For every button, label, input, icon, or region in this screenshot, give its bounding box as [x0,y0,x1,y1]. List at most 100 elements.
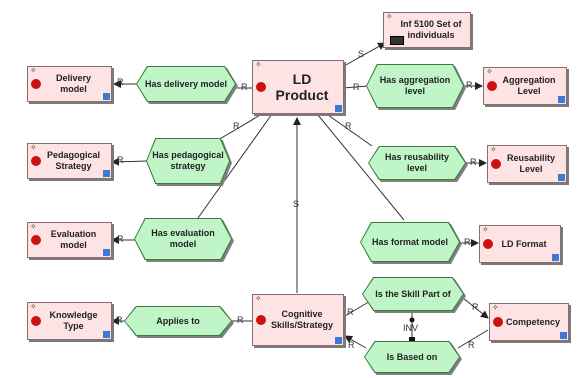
link-label-r-eval: R [117,234,124,244]
blue-square-icon [103,331,110,338]
blue-square-icon [103,249,110,256]
relation-label: Is the Skill Part of [375,288,451,299]
red-dot-icon [487,81,497,91]
link-label-r-applies: R [237,315,244,325]
relation-fill [367,65,463,107]
relation-fill [365,342,459,372]
class-label: Inf 5100 Set of individuals [400,19,462,40]
class-evaluation-model[interactable]: ✧ Evaluation model [27,222,112,258]
relation-has-reusability-level[interactable]: Has reusability level [368,146,466,180]
blue-square-icon [558,174,565,181]
class-aggregation-level[interactable]: ✧ Aggregation Level [483,67,567,105]
class-ld-product[interactable]: ✧ LD Product [252,60,344,114]
link-label-r-aggr: R [353,82,360,92]
inv-dot-bottom [409,337,415,342]
red-dot-icon [256,315,266,325]
link-label-r-based: R [348,340,355,350]
relation-has-evaluation-model[interactable]: Has evaluation model [134,218,232,260]
link-ld-aggr [342,85,369,89]
link-ped-class [111,157,148,166]
relation-is-based-on[interactable]: Is Based on [364,341,460,373]
instance-icon [390,36,404,45]
link-label-r-ped2: R [117,155,124,165]
blue-square-icon [558,96,565,103]
red-dot-icon [31,235,41,245]
link-ld-format [317,114,405,221]
relation-label: Has evaluation model [151,228,215,249]
blue-square-icon [335,105,342,112]
link-label-r-skill: R [472,302,479,312]
class-icon: ✧ [30,143,37,152]
class-inf5100[interactable]: ✧ Inf 5100 Set of individuals [383,12,471,48]
link-label-s-cog: S [293,199,300,209]
class-icon: ✧ [255,294,262,303]
relation-label: Has reusability level [384,152,450,173]
class-icon: ✧ [30,302,37,311]
class-label: Aggregation Level [502,75,556,96]
class-reusability-level[interactable]: ✧ Reusability Level [487,145,567,183]
relation-label: Has delivery model [144,78,228,89]
relation-applies-to[interactable]: Applies to [124,306,232,336]
class-cognitive-skills[interactable]: ✧ Cognitive Skills/Strategy [252,294,344,346]
class-label: Pedagogical Strategy [46,150,100,171]
relation-fill [369,147,465,179]
class-icon: ✧ [486,67,493,76]
relation-is-skill-part-of[interactable]: Is the Skill Part of [362,277,464,311]
link-label-r-format: R [464,237,471,247]
class-pedagogical-strategy[interactable]: ✧ Pedagogical Strategy [27,143,112,179]
class-knowledge-type[interactable]: ✧ Knowledge Type [27,302,112,340]
red-dot-icon [483,239,493,249]
relation-label: Has format model [371,236,449,247]
inv-dot-top [409,317,415,323]
blue-square-icon [103,93,110,100]
link-label-r-delivery2: R [117,77,124,87]
link-label-r-reus: R [345,121,352,131]
relation-label: Has aggregation level [379,75,451,96]
link-label-r-cog: R [347,307,354,317]
relation-label: Has pedagogical strategy [152,150,224,171]
relation-label: Applies to [156,315,200,326]
link-label-r-reus2: R [470,157,477,167]
blue-square-icon [335,337,342,344]
link-label-r-comp: R [468,340,475,350]
red-dot-icon [31,316,41,326]
blue-square-icon [560,332,567,339]
relation-label: Is Based on [386,351,438,362]
link-ld-reus [327,114,373,147]
link-based-cog [344,335,367,349]
blue-square-icon [552,254,559,261]
link-label-r-ped: R [233,121,240,131]
link-ld-eval [197,113,273,219]
relation-fill [137,67,235,101]
class-icon: ✧ [386,12,393,21]
link-cog-skill [344,299,373,317]
link-label-s-inf: S [358,49,365,59]
class-icon: ✧ [492,303,499,312]
class-label: Delivery model [55,73,92,94]
class-ld-format[interactable]: ✧ LD Format [479,225,561,263]
class-delivery-model[interactable]: ✧ Delivery model [27,66,112,102]
relation-fill [125,307,231,335]
class-icon: ✧ [30,66,37,75]
class-icon: ✧ [255,60,262,69]
red-dot-icon [256,82,266,92]
relation-has-delivery-model[interactable]: Has delivery model [136,66,236,102]
red-dot-icon [491,159,501,169]
relation-has-format-model[interactable]: Has format model [360,222,460,262]
red-dot-icon [493,317,503,327]
class-competency[interactable]: ✧ Competency [489,303,569,341]
link-ld-inf [343,42,386,67]
class-label: Competency [505,316,560,327]
red-dot-icon [31,79,41,89]
relation-fill [147,139,229,183]
class-label: Knowledge Type [49,310,98,331]
class-icon: ✧ [490,145,497,154]
relation-has-pedagogical-strategy[interactable]: Has pedagogical strategy [146,138,230,184]
link-label-r-aggr2: R [466,80,473,90]
link-ld-ped [217,113,263,141]
class-icon: ✧ [482,225,489,234]
red-dot-icon [31,156,41,166]
link-label-r-delivery: R [241,82,248,92]
relation-has-aggregation-level[interactable]: Has aggregation level [366,64,464,108]
